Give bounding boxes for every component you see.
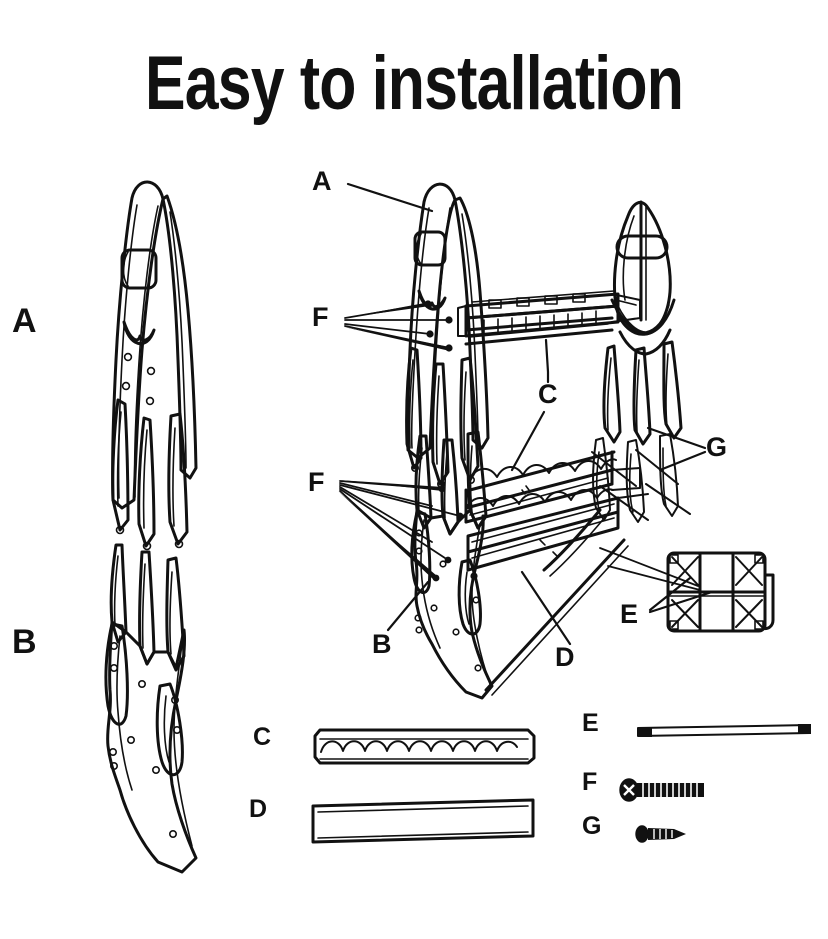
legend-label-f: F: [582, 768, 598, 796]
legend-label-c: C: [253, 723, 272, 751]
part-a-front-view-drawing: [111, 180, 198, 551]
assembly-upper-rack: [457, 290, 641, 346]
leader-lines: [338, 182, 714, 646]
legend-shape-f-screw: [619, 778, 704, 802]
assembly-rear-upright-post: [542, 200, 691, 577]
callout-g: G: [706, 432, 728, 462]
part-label-a-left: A: [12, 302, 37, 340]
legend-label-g: G: [582, 812, 602, 840]
part-label-b-left: B: [12, 623, 37, 661]
callout-b: B: [372, 629, 392, 659]
legend-label-d: D: [249, 795, 268, 823]
callout-a: A: [312, 166, 332, 196]
detail-inset-corner-joint: [666, 551, 775, 633]
legend-shape-d-flat-board: [311, 798, 535, 844]
callout-d: D: [555, 642, 575, 672]
assembly-front-upright-post: [405, 182, 490, 488]
part-b-front-view-drawing: [104, 543, 198, 874]
legend-shape-c-scalloped-bar: [313, 728, 536, 765]
assembly-lower-tier: [464, 450, 649, 572]
callout-e: E: [620, 599, 639, 629]
callout-c: C: [538, 379, 558, 409]
assembly-front-left-base-foot: [410, 430, 629, 700]
callout-f-upper: F: [312, 302, 329, 332]
legend-label-e: E: [582, 709, 599, 737]
legend-shape-e-rod: [637, 724, 811, 737]
legend-shape-g-screw: [635, 825, 686, 843]
page-title: Easy to installation: [144, 41, 684, 126]
callout-f-lower: F: [308, 467, 325, 497]
